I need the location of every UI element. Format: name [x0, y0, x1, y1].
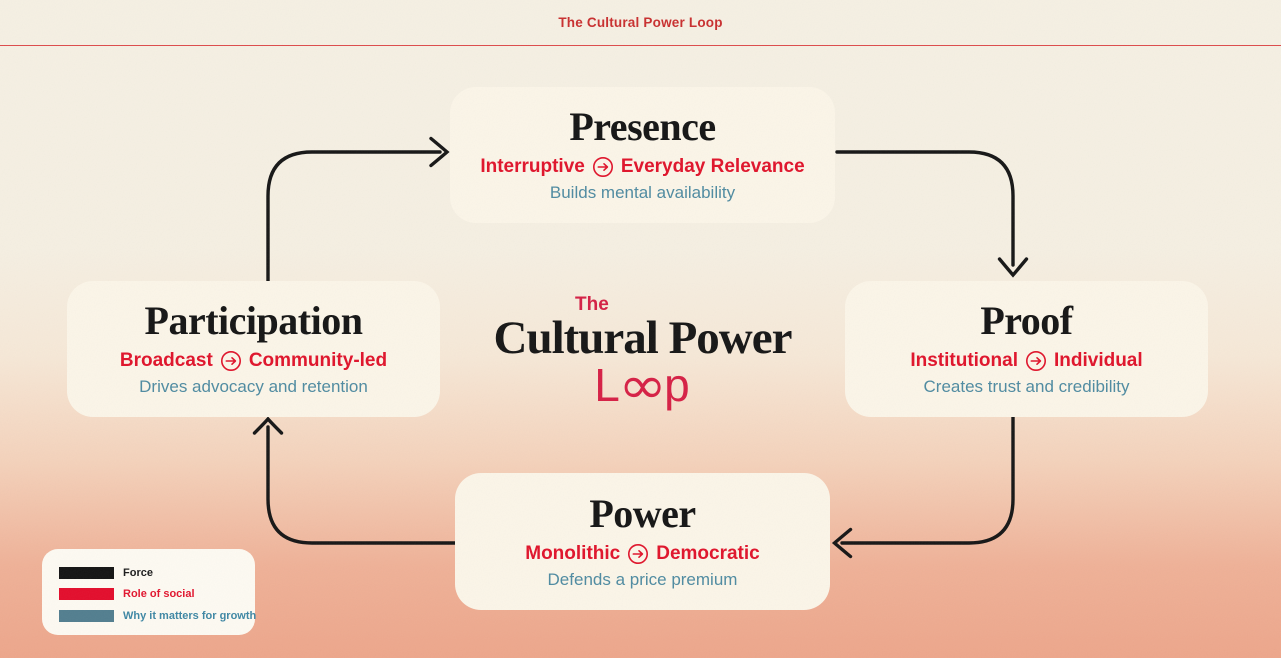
loop-letter-l: L: [594, 358, 621, 411]
circle-arrow-icon: [1025, 351, 1046, 371]
connector-proof-power: [840, 415, 1015, 545]
connector-presence-proof: [835, 150, 1015, 267]
node-tagline: Drives advocacy and retention: [139, 377, 368, 396]
circle-arrow-icon: [628, 543, 649, 564]
circle-arrow-icon: [592, 157, 613, 177]
node-shift: Broadcast Community-led: [120, 350, 387, 372]
node-power: Power Monolithic Democratic Defends a pr…: [455, 473, 830, 610]
legend-label: Force: [123, 566, 153, 579]
node-tagline: Builds mental availability: [549, 183, 736, 202]
wordmark-loop: L∞p: [470, 355, 815, 416]
node-shift: Interruptive Everyday Relevance: [480, 156, 804, 178]
shift-from: Interruptive: [480, 156, 585, 177]
infinity-icon: ∞: [618, 355, 667, 416]
wordmark-title: Cultural Power: [493, 312, 793, 364]
arrowhead-down-icon: [997, 257, 1029, 278]
node-shift: Institutional Individual: [910, 350, 1142, 372]
legend-row-force: Force: [59, 562, 245, 584]
role-of-social-swatch: [59, 588, 114, 601]
shift-from: Broadcast: [119, 350, 213, 371]
legend-label: Role of social: [123, 588, 195, 601]
connector-participation-presence: [266, 150, 442, 285]
legend-row-growth: Why it matters for growth: [59, 605, 256, 627]
arrowhead-up-icon: [252, 416, 284, 435]
legend-label: Why it matters for growth: [123, 609, 257, 622]
shift-to: Everyday Relevance: [620, 156, 805, 177]
node-title: Participation: [144, 298, 363, 343]
wordmark-the: The: [575, 294, 609, 315]
growth-swatch: [59, 609, 114, 622]
node-shift: Monolithic Democratic: [525, 543, 759, 565]
circle-arrow-icon: [220, 351, 241, 371]
node-tagline: Creates trust and credibility: [923, 377, 1130, 396]
shift-to: Individual: [1053, 350, 1143, 371]
center-wordmark: The Cultural Power L∞p: [470, 294, 815, 416]
shift-from: Monolithic: [525, 542, 621, 564]
node-title: Proof: [980, 298, 1073, 343]
node-title: Presence: [569, 104, 716, 149]
arrowhead-right-icon: [429, 136, 450, 168]
legend: Force Role of social Why it matters for …: [42, 549, 256, 635]
node-tagline: Defends a price premium: [547, 569, 738, 589]
page-header: The Cultural Power Loop: [0, 0, 1281, 46]
arrowhead-left-icon: [831, 527, 853, 559]
loop-letter-p: p: [664, 358, 691, 411]
connector-power-participation: [266, 425, 457, 545]
node-proof: Proof Institutional Individual Creates t…: [845, 281, 1208, 417]
node-title: Power: [589, 490, 696, 536]
node-participation: Participation Broadcast Community-led Dr…: [67, 281, 440, 417]
shift-to: Community-led: [248, 350, 388, 371]
force-swatch: [59, 566, 114, 579]
page-title: The Cultural Power Loop: [558, 15, 723, 30]
node-presence: Presence Interruptive Everyday Relevance…: [450, 87, 835, 223]
shift-to: Democratic: [656, 542, 760, 564]
legend-row-social: Role of social: [59, 584, 245, 606]
shift-from: Institutional: [910, 350, 1018, 371]
